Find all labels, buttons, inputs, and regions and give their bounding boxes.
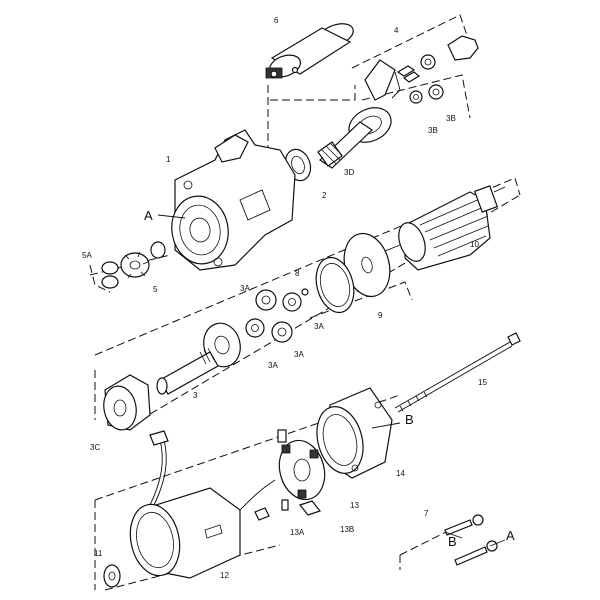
label-13b: 13B [340,525,354,534]
washer-part [103,564,121,588]
pinion-part [101,241,166,289]
plunger-part [364,35,479,104]
label-11: 11 [94,549,103,558]
label-13: 13 [350,501,359,510]
label-8: 8 [295,269,300,278]
through-bolt-part [394,332,521,413]
label-9: 9 [378,311,383,320]
label-3a-d: 3A [268,361,278,370]
drive-shaft-part [317,107,392,169]
label-14: 14 [396,469,405,478]
label-3b-b: 3B [446,114,456,123]
output-shaft-part [156,322,241,395]
planetary-gears-part [245,289,302,343]
label-6: 6 [274,16,279,25]
label-b-mid: B [405,412,414,427]
label-15: 15 [478,378,487,387]
shield-part [301,232,391,314]
part-labels: 6 4 3B 3B 1 3D 2 A 10 5A 5 8 3A 3A 9 3A … [82,16,515,580]
bracket-5 [89,264,111,293]
label-10: 10 [470,240,479,249]
connection-lines [157,214,506,547]
brush-holder-part [277,429,326,516]
end-plate-part [103,374,151,431]
label-3c: 3C [90,443,100,452]
label-3b-a: 3B [428,126,438,135]
label-4: 4 [394,26,399,35]
label-3a-b: 3A [314,322,324,331]
armature-bracket-top [94,177,521,356]
label-5a: 5A [82,251,92,260]
label-a-top: A [144,208,153,223]
armature-part [379,185,506,271]
label-3a-c: 3A [294,350,304,359]
label-b-bottom: B [448,534,457,549]
label-12: 12 [220,571,229,580]
drive-housing-part [171,129,296,271]
screws-part [444,514,498,566]
label-5: 5 [153,285,158,294]
motor-housing-part [129,430,276,579]
label-3: 3 [193,391,198,400]
label-13a: 13A [290,528,305,537]
solenoid-part [265,23,354,79]
label-3d: 3D [344,168,354,177]
field-frame-part [316,387,393,479]
label-7: 7 [424,509,429,518]
label-2: 2 [322,191,327,200]
label-3a-a: 3A [240,284,250,293]
label-a-bottom: A [506,528,515,543]
bracket-9 [309,281,413,319]
label-1: 1 [166,155,171,164]
